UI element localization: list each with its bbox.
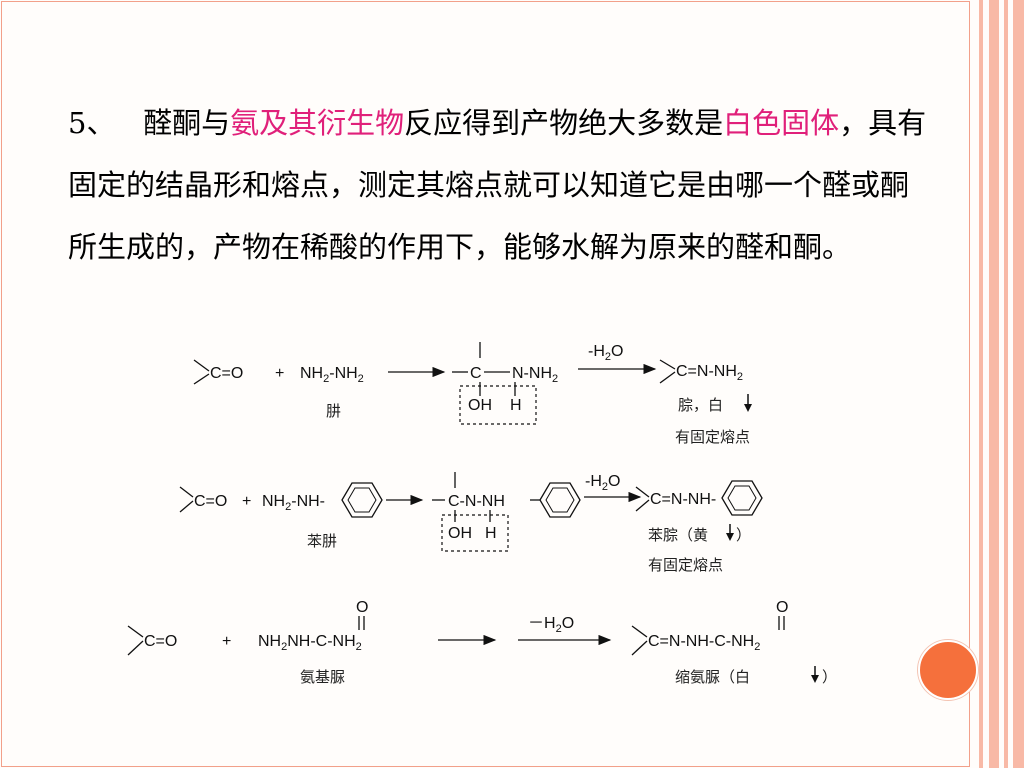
carbonyl-formula: C=O — [144, 633, 177, 650]
down-arrow-icon — [744, 404, 752, 412]
hydrogen-label: H — [510, 397, 522, 414]
decor-stripe — [1004, 0, 1008, 768]
semicarbazide-formula: NH2NH-C-NH2 — [258, 633, 362, 653]
reagent-name: 肼 — [326, 403, 341, 420]
reaction-1: C=O + NH2-NH2 肼 C N-NH2 OH H -H2O C=N-NH… — [193, 342, 752, 446]
reagent-name: 苯肼 — [307, 533, 337, 550]
decor-stripe — [1013, 0, 1024, 768]
plus-sign: + — [242, 493, 251, 510]
benzene-ring-icon — [545, 487, 575, 513]
text-segment: 反应得到产物绝大多数是 — [404, 106, 724, 140]
product-formula: C=N-NH-C-NH2 — [648, 633, 760, 653]
product-note: 有固定熔点 — [648, 557, 723, 574]
carbonyl-formula: C=O — [194, 493, 227, 510]
product-formula: C=N-NH- — [650, 491, 716, 508]
hydrazine-formula: NH2-NH2 — [300, 365, 364, 385]
benzene-ring-icon — [539, 482, 581, 518]
phenylhydrazine-formula: NH2-NH- — [262, 493, 325, 513]
condition-label: -H2O — [585, 473, 620, 493]
hydroxyl-label: OH — [468, 397, 492, 414]
highlight-segment: 氨及其衍生物 — [230, 106, 405, 140]
oxygen-label: O — [776, 599, 788, 616]
benzene-ring-icon — [721, 480, 763, 516]
down-arrow-icon — [726, 533, 734, 541]
hydroxyl-label: OH — [448, 525, 472, 542]
decor-circle — [918, 640, 978, 700]
carbon-atom: C — [470, 365, 482, 382]
intermediate-formula: N-NH2 — [512, 365, 558, 385]
text-segment: ，具有固定的结晶形和熔点，测定其熔点就可以知道它是由哪一个醛或酮所生成的，产物在… — [68, 106, 927, 264]
benzene-ring-icon — [341, 482, 383, 518]
item-number: 5、 — [68, 106, 116, 140]
text-segment: 醛酮与 — [143, 106, 231, 140]
product-formula: C=N-NH2 — [676, 363, 743, 383]
benzene-ring-icon — [347, 487, 377, 513]
benzene-ring-icon — [727, 485, 757, 511]
reaction-2: C=O + NH2-NH- 苯肼 C-N-NH OH H -H2O C=N-NH… — [179, 472, 763, 574]
decor-stripe — [989, 0, 999, 768]
condition-label: -H2O — [588, 343, 623, 363]
hydrogen-label: H — [485, 525, 497, 542]
carbonyl-formula: C=O — [210, 365, 243, 382]
condition-label: －H2O — [528, 615, 574, 635]
product-note-end: ） — [822, 669, 837, 686]
down-arrow-icon — [811, 675, 819, 683]
reagent-name: 氨基脲 — [300, 669, 345, 686]
product-note: 苯腙（黄 — [648, 527, 708, 544]
product-note: 腙，白 — [678, 397, 723, 414]
intermediate-formula: C-N-NH — [448, 493, 505, 510]
plus-sign: + — [222, 633, 231, 650]
product-note: 有固定熔点 — [675, 429, 750, 446]
product-note-end: ） — [736, 527, 751, 544]
elimination-box — [459, 385, 537, 425]
elimination-box — [441, 514, 509, 552]
reaction-3: C=O + O NH2NH-C-NH2 氨基脲 －H2O O C=N-NH-C-… — [127, 599, 837, 686]
decor-stripe — [979, 0, 983, 768]
plus-sign: + — [275, 365, 284, 382]
product-note: 缩氨脲（白 — [675, 669, 750, 686]
slide-frame — [1, 1, 970, 767]
oxygen-label: O — [356, 599, 368, 616]
slide-paragraph: 5、 醛酮与氨及其衍生物反应得到产物绝大多数是白色固体，具有固定的结晶形和熔点，… — [68, 92, 928, 278]
highlight-segment: 白色固体 — [723, 106, 840, 140]
